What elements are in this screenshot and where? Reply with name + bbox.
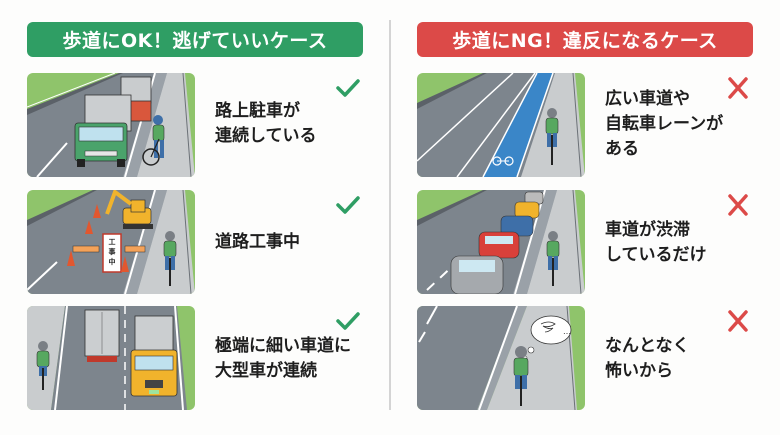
svg-text:中: 中 xyxy=(109,257,116,266)
cross-icon xyxy=(725,310,751,332)
case-caption: 極端に細い車道に 大型車が連続 xyxy=(215,336,351,381)
case-caption: 路上駐車が 連続している xyxy=(215,101,317,146)
ng-case-traffic-jam: 車道が渋滞 しているだけ xyxy=(417,190,757,294)
svg-text:事: 事 xyxy=(109,247,116,256)
illustration-bike-lane xyxy=(417,73,585,177)
illustration-scared-cyclist: … xyxy=(417,306,585,410)
svg-text:…: … xyxy=(563,327,571,336)
illustration-narrow-road-trucks xyxy=(27,306,195,410)
case-caption: 道路工事中 xyxy=(215,232,300,252)
illustration-traffic-jam xyxy=(417,190,585,294)
cross-icon xyxy=(725,77,751,99)
ng-case-vaguely-scared: … なんとなく 怖いから xyxy=(417,306,757,410)
section-divider xyxy=(389,20,391,410)
illustration-parked-trucks xyxy=(27,73,195,177)
ng-section-title: 歩道にNG！違反になるケース xyxy=(417,22,753,57)
cross-icon xyxy=(725,194,751,216)
illustration-road-construction: 工 事 中 xyxy=(27,190,195,294)
ng-case-wide-road-bike-lane: 広い車道や 自転車レーンが ある xyxy=(417,73,757,177)
case-caption: 車道が渋滞 しているだけ xyxy=(605,220,707,265)
check-icon xyxy=(335,310,361,332)
ok-case-parked-cars: 路上駐車が 連続している xyxy=(27,73,367,177)
svg-text:工: 工 xyxy=(109,238,116,246)
ok-section-title: 歩道にOK！逃げていいケース xyxy=(27,22,363,57)
case-caption: なんとなく 怖いから xyxy=(605,336,690,381)
case-caption: 広い車道や 自転車レーンが ある xyxy=(605,89,724,159)
ok-case-narrow-road: 極端に細い車道に 大型車が連続 xyxy=(27,306,367,410)
check-icon xyxy=(335,77,361,99)
ok-case-road-construction: 工 事 中 道路工事中 xyxy=(27,190,367,294)
check-icon xyxy=(335,194,361,216)
